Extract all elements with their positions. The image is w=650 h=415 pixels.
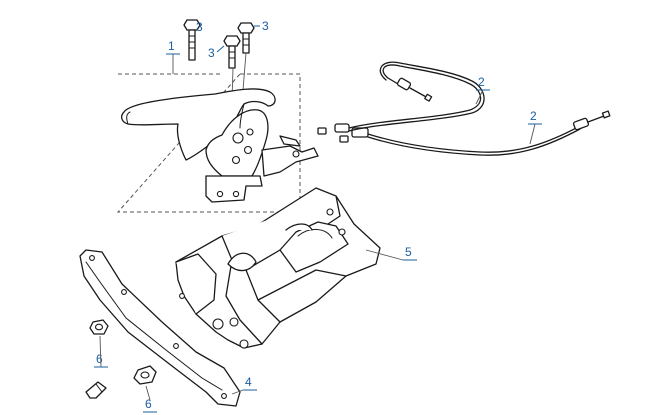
callout-2a: 2: [475, 75, 490, 105]
svg-text:6: 6: [145, 397, 152, 411]
svg-text:3: 3: [196, 20, 203, 34]
mounting-bracket: [175, 187, 381, 349]
callout-3c: 3: [208, 45, 225, 60]
callout-6a: 6: [94, 335, 108, 368]
svg-text:1: 1: [168, 39, 175, 53]
callout-1: 1: [166, 39, 180, 74]
svg-text:2: 2: [530, 109, 537, 123]
callout-2b: 2: [528, 109, 542, 145]
bolt-leader: [242, 52, 247, 91]
bolt-right: [237, 22, 255, 54]
callout-6b: 6: [143, 385, 157, 413]
svg-text:3: 3: [262, 19, 269, 33]
callout-3b: 3: [254, 19, 269, 33]
svg-text:4: 4: [245, 375, 252, 389]
small-clip: [85, 381, 107, 399]
mounting-plate: [79, 249, 241, 407]
svg-text:5: 5: [405, 245, 412, 259]
cable-end-fittings: [317, 123, 369, 143]
nut-lower: [133, 365, 157, 385]
nut-upper: [89, 319, 109, 335]
svg-text:3: 3: [208, 46, 215, 60]
callout-5: 5: [365, 245, 417, 261]
brake-cable-upper: [348, 61, 485, 132]
bolt-center: [223, 35, 241, 69]
callout-3a: 3: [196, 20, 203, 34]
svg-text:2: 2: [478, 75, 485, 89]
hand-brake-lever: [121, 88, 319, 203]
brake-cable-lower: [367, 110, 611, 156]
callout-4: 4: [231, 375, 257, 395]
svg-text:6: 6: [96, 352, 103, 366]
bolt-left: [183, 19, 201, 61]
